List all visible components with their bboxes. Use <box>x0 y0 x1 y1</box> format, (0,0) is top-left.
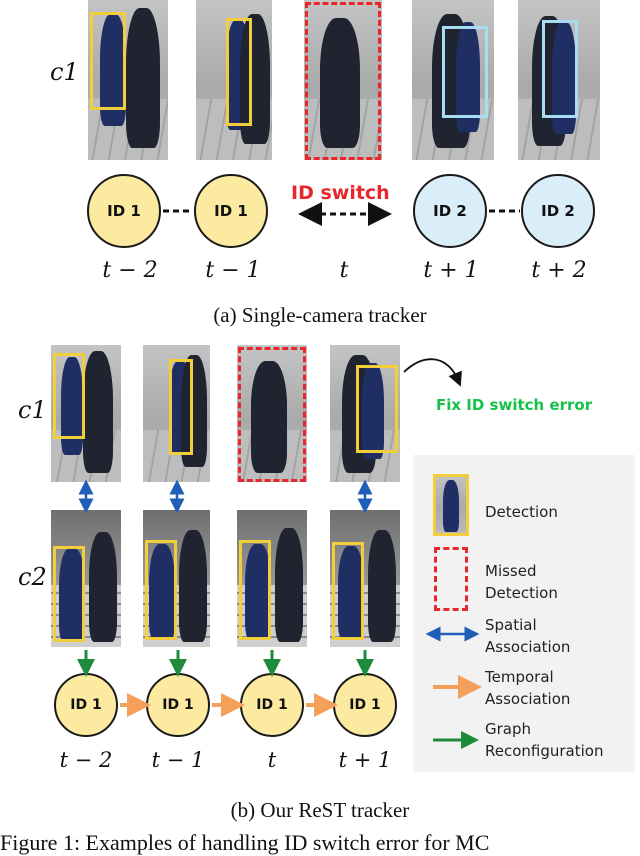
detection-box <box>442 26 488 118</box>
camera-label-c1: c1 <box>18 396 47 424</box>
frame-a-t-1 <box>196 0 272 160</box>
legend-detection-swatch <box>433 474 469 536</box>
legend-detection-label: Detection <box>485 503 558 521</box>
detection-box <box>542 20 578 118</box>
node-a-1: ID 1 <box>87 174 161 248</box>
frame-b-c2-t-1 <box>143 510 210 647</box>
detection-box <box>53 353 85 439</box>
missed-detection-box <box>305 2 381 160</box>
fix-arrow <box>403 358 462 387</box>
time-label: t − 2 <box>102 258 158 283</box>
node-a-4: ID 2 <box>413 174 487 248</box>
node-b-1: ID 1 <box>54 673 118 737</box>
caption-a: (a) Single-camera tracker <box>213 303 427 327</box>
frame-a-t+2 <box>518 0 600 160</box>
time-label: t + 1 <box>423 258 479 283</box>
detection-box <box>145 540 177 640</box>
legend-graph-label: Graph Reconfiguration <box>485 720 604 760</box>
missed-detection-box <box>238 347 306 482</box>
time-label: t + 1 <box>338 748 392 772</box>
frame-b-c1-t-2 <box>51 345 121 482</box>
frame-a-t <box>304 0 382 160</box>
frame-a-t-2 <box>88 0 168 160</box>
fix-id-switch-label: Fix ID switch error <box>436 396 593 414</box>
detection-box <box>332 542 364 640</box>
detection-box <box>90 12 126 110</box>
detection-box <box>53 546 85 642</box>
frame-b-c2-t <box>237 510 307 647</box>
frame-b-c1-t <box>237 345 307 482</box>
camera-label-c1: c1 <box>50 58 79 86</box>
frame-a-t+1 <box>412 0 494 160</box>
detection-box <box>226 18 252 126</box>
camera-label-c2: c2 <box>18 563 47 591</box>
legend-missed-swatch <box>434 547 468 611</box>
detection-box <box>169 359 193 455</box>
legend-missed-label: Missed Detection <box>485 562 558 602</box>
time-label: t + 2 <box>531 258 587 283</box>
time-label: t <box>267 748 277 772</box>
time-label: t − 1 <box>151 748 205 772</box>
frame-b-c2-t+1 <box>330 510 400 647</box>
caption-b: (b) Our ReST tracker <box>230 798 410 822</box>
node-a-2: ID 1 <box>194 174 268 248</box>
time-label: t − 2 <box>59 748 113 772</box>
frame-b-c2-t-2 <box>51 510 121 647</box>
detection-box <box>239 540 271 640</box>
time-label: t − 1 <box>205 258 261 283</box>
frame-b-c1-t+1 <box>330 345 400 482</box>
time-label: t <box>339 258 349 283</box>
id-switch-label: ID switch <box>291 182 390 204</box>
legend-spatial-label: Spatial Association <box>485 616 571 656</box>
frame-b-c1-t-1 <box>143 345 210 482</box>
detection-box <box>356 365 398 453</box>
legend-temporal-label: Temporal Association <box>485 668 571 708</box>
node-a-5: ID 2 <box>521 174 595 248</box>
